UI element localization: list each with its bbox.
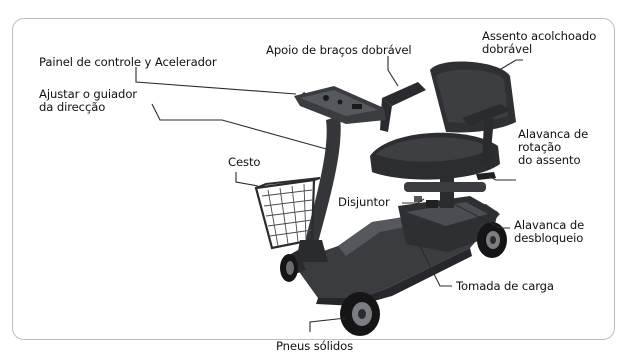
leader-cesto [235,172,259,187]
front-wheel [280,254,298,282]
leader-pneus [309,317,347,332]
label-painel-controle: Painel de controle y Acelerador [39,55,217,69]
scooter [254,61,516,336]
label-disjuntor: Disjuntor [338,195,390,209]
label-apoio-bracos: Apoio de braços dobrável [266,43,412,57]
label-alavanca-desbloqueio-line1: Alavanca de [514,218,585,232]
steering-column [304,116,341,250]
rear-right-wheel [477,222,507,258]
leader-assento [495,59,523,73]
rear-left-wheel [340,292,380,336]
leader-disjuntor [402,198,425,204]
leader-lines [135,56,523,332]
right-armrest [462,104,512,126]
leader-painel [135,67,297,95]
label-assento-line1: Assento acolchoado [482,29,597,43]
label-ajustar-line2: da direcção [39,100,106,114]
label-alavanca-desbloqueio-line2: desbloqueio [514,231,584,245]
leader-alavanca-desb [453,203,510,229]
label-alavanca-rotacao-line1: Alavanca de [518,127,589,141]
leader-alavanca-rot [487,175,516,181]
label-alavanca-rotacao-line2: rotação [518,140,562,154]
left-armrest [382,82,426,106]
leader-ajustar [151,103,331,151]
basket [254,177,321,250]
label-cesto: Cesto [228,155,261,169]
leader-tomada [419,245,452,287]
label-alavanca-rotacao-line3: do assento [518,153,581,167]
label-assento-line2: dobrável [482,42,533,56]
label-tomada-carga: Tomada de carga [456,279,554,293]
leader-apoio [387,56,399,87]
label-pneus-solidos: Pneus sólidos [276,339,354,353]
label-ajustar-line1: Ajustar o guiador [39,87,137,101]
